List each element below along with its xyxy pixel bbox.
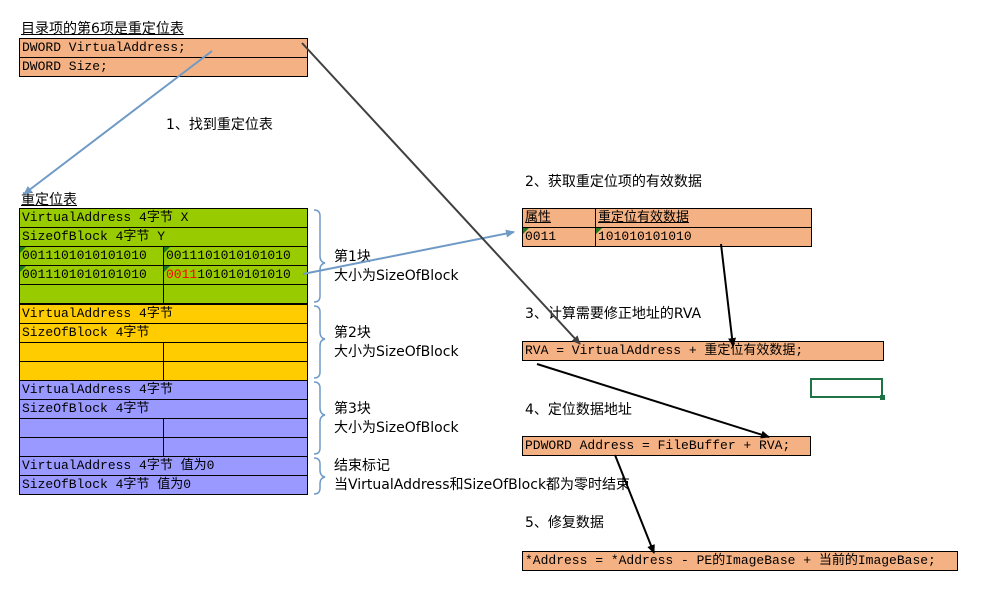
step3-label: 3、计算需要修正地址的RVA xyxy=(525,306,702,322)
valid-data-value[interactable]: 101010101010 xyxy=(595,227,812,247)
brace-end-block xyxy=(313,457,326,495)
header-valid-data[interactable]: 重定位有效数据 xyxy=(595,208,812,228)
dir-row-size[interactable]: DWORD Size; xyxy=(19,57,308,77)
dir-row-virtualaddress[interactable]: DWORD VirtualAddress; xyxy=(19,38,308,58)
step5-formula-table: *Address = *Address - PE的ImageBase + 当前的… xyxy=(522,551,958,571)
block1-label-title: 第1块 xyxy=(334,249,371,265)
directory-entry-table: DWORD VirtualAddress; DWORD Size; xyxy=(19,38,308,77)
block1-entry[interactable]: 0011101010101010 xyxy=(163,246,308,266)
reloc-table-title: 重定位表 xyxy=(21,192,77,208)
arrow-valid-data-to-rva xyxy=(720,243,737,347)
block1-entry[interactable]: 0011101010101010 xyxy=(19,246,164,266)
attribute-value[interactable]: 0011 xyxy=(522,227,596,247)
block1-empty-cell[interactable] xyxy=(19,284,164,304)
step1-label: 1、找到重定位表 xyxy=(166,117,273,133)
offset-bits: 101010101010 xyxy=(197,267,291,282)
block1-entry-highlighted[interactable]: 0011101010101010 xyxy=(163,265,308,285)
block3-empty-cell[interactable] xyxy=(19,418,164,438)
end-virtualaddress[interactable]: VirtualAddress 4字节 值为0 xyxy=(19,456,308,476)
block3-table: VirtualAddress 4字节 SizeOfBlock 4字节 xyxy=(19,380,308,457)
block2-label-size: 大小为SizeOfBlock xyxy=(334,344,459,360)
block2-table: VirtualAddress 4字节 SizeOfBlock 4字节 xyxy=(19,304,308,381)
block2-sizeofblock[interactable]: SizeOfBlock 4字节 xyxy=(19,323,308,343)
block1-sizeofblock[interactable]: SizeOfBlock 4字节 Y xyxy=(19,227,308,247)
block2-virtualaddress[interactable]: VirtualAddress 4字节 xyxy=(19,304,308,324)
brace-block1 xyxy=(313,209,326,303)
block1-entry[interactable]: 0011101010101010 xyxy=(19,265,164,285)
block2-empty-cell[interactable] xyxy=(19,342,164,362)
block3-empty-cell[interactable] xyxy=(163,418,308,438)
step2-table: 属性 重定位有效数据 0011 101010101010 xyxy=(522,208,812,247)
directory-title: 目录项的第6项是重定位表 xyxy=(21,21,184,37)
step3-formula-table: RVA = VirtualAddress + 重定位有效数据; xyxy=(522,341,884,361)
type-bits: 0011 xyxy=(166,267,198,282)
block3-label-title: 第3块 xyxy=(334,401,371,417)
block1-label-size: 大小为SizeOfBlock xyxy=(334,268,459,284)
step2-label: 2、获取重定位项的有效数据 xyxy=(525,174,702,190)
header-attribute[interactable]: 属性 xyxy=(522,208,596,228)
end-sizeofblock[interactable]: SizeOfBlock 4字节 值为0 xyxy=(19,475,308,495)
step4-label: 4、定位数据地址 xyxy=(525,402,632,418)
block3-label-size: 大小为SizeOfBlock xyxy=(334,420,459,436)
end-label-desc: 当VirtualAddress和SizeOfBlock都为零时结束 xyxy=(334,477,631,493)
block1-virtualaddress[interactable]: VirtualAddress 4字节 X xyxy=(19,208,308,228)
block3-virtualaddress[interactable]: VirtualAddress 4字节 xyxy=(19,380,308,400)
brace-block3 xyxy=(313,381,326,455)
block3-empty-cell[interactable] xyxy=(163,437,308,457)
address-formula[interactable]: PDWORD Address = FileBuffer + RVA; xyxy=(522,436,811,456)
arrow-address-to-fix xyxy=(614,454,655,554)
block2-empty-cell[interactable] xyxy=(163,342,308,362)
cell-selection-box[interactable] xyxy=(810,378,885,400)
block1-empty-cell[interactable] xyxy=(163,284,308,304)
block3-empty-cell[interactable] xyxy=(19,437,164,457)
step5-label: 5、修复数据 xyxy=(525,515,604,531)
block1-table: VirtualAddress 4字节 X SizeOfBlock 4字节 Y 0… xyxy=(19,208,308,304)
arrow-virtualaddress-to-rva xyxy=(301,42,581,345)
block2-empty-cell[interactable] xyxy=(19,361,164,381)
step4-formula-table: PDWORD Address = FileBuffer + RVA; xyxy=(522,436,811,456)
block2-empty-cell[interactable] xyxy=(163,361,308,381)
end-label-title: 结束标记 xyxy=(334,458,390,474)
fix-formula[interactable]: *Address = *Address - PE的ImageBase + 当前的… xyxy=(522,551,958,571)
end-block-table: VirtualAddress 4字节 值为0 SizeOfBlock 4字节 值… xyxy=(19,456,308,495)
block3-sizeofblock[interactable]: SizeOfBlock 4字节 xyxy=(19,399,308,419)
rva-formula[interactable]: RVA = VirtualAddress + 重定位有效数据; xyxy=(522,341,884,361)
block2-label-title: 第2块 xyxy=(334,325,371,341)
fill-handle[interactable] xyxy=(880,395,885,400)
brace-block2 xyxy=(313,305,326,379)
